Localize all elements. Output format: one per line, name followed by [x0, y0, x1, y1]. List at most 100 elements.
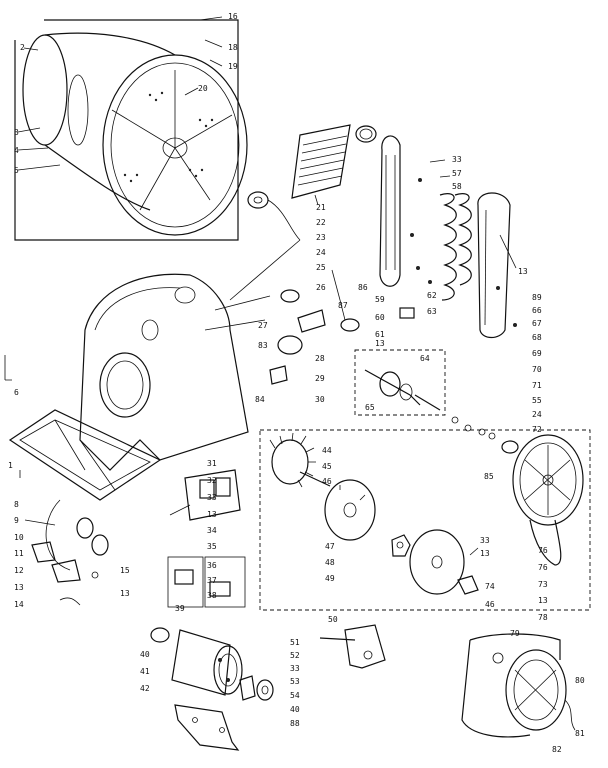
callout-15: 15 — [120, 566, 130, 575]
callout-24: 24 — [316, 248, 326, 257]
drive-shaft — [364, 369, 421, 406]
callout-13g: 13 — [120, 589, 130, 598]
drum-rear-rim — [22, 34, 68, 146]
switch-box-group — [167, 556, 246, 608]
blower-impeller — [269, 432, 331, 488]
callout-46b: 46 — [485, 600, 495, 609]
callout-25: 25 — [316, 263, 326, 272]
callout-61: 61 — [375, 330, 385, 339]
callout-1: 1 — [8, 461, 13, 470]
bulkhead-opening — [99, 352, 151, 418]
callout-13a: 13 — [375, 339, 385, 348]
callout-84: 84 — [255, 395, 265, 404]
callout-36: 36 — [207, 561, 217, 570]
lint-screen — [291, 124, 351, 199]
callout-65: 65 — [365, 403, 375, 412]
drum-front-rim — [102, 54, 248, 236]
door-switch-group — [24, 499, 109, 606]
callout-26: 26 — [316, 283, 326, 292]
drum-pulley — [512, 434, 584, 526]
rear-bulkhead — [79, 273, 249, 471]
callout-46a: 46 — [322, 477, 332, 486]
callout-2: 2 — [20, 43, 25, 52]
blower-box — [259, 429, 591, 611]
callout-20: 20 — [198, 84, 208, 93]
callout-66: 66 — [532, 306, 542, 315]
callout-40b: 40 — [290, 705, 300, 714]
callout-23: 23 — [316, 233, 326, 242]
callout-11: 11 — [14, 549, 24, 558]
callout-13e: 13 — [207, 510, 217, 519]
idler-group — [319, 624, 386, 669]
callout-13d: 13 — [538, 596, 548, 605]
callout-27: 27 — [258, 321, 268, 330]
callout-68: 68 — [532, 333, 542, 342]
callout-57: 57 — [452, 169, 462, 178]
shaft-subassembly-box — [354, 349, 446, 416]
lint-screen-group — [291, 124, 351, 206]
base-frame — [8, 409, 162, 501]
callout-37: 37 — [207, 576, 217, 585]
callout-13b: 13 — [518, 267, 528, 276]
callout-22: 22 — [316, 218, 326, 227]
idler-pulley — [505, 649, 567, 731]
callout-labels: 16 2 18 19 20 3 4 5 21 22 23 24 25 26 27… — [8, 12, 585, 754]
callout-33c: 33 — [207, 493, 217, 502]
switch-bracket-group — [169, 469, 241, 521]
callout-71: 71 — [532, 381, 542, 390]
callout-55: 55 — [532, 396, 542, 405]
callout-81: 81 — [575, 729, 585, 738]
callout-35: 35 — [207, 542, 217, 551]
callout-83: 83 — [258, 341, 268, 350]
callout-5: 5 — [14, 166, 19, 175]
callout-78: 78 — [538, 613, 548, 622]
heater-coil — [439, 193, 472, 301]
callout-74: 74 — [485, 582, 495, 591]
callout-82: 82 — [552, 745, 562, 754]
callout-10: 10 — [14, 533, 24, 542]
callout-76a: 76 — [538, 546, 548, 555]
drum-shell — [44, 32, 176, 211]
callout-70: 70 — [532, 365, 542, 374]
callout-29: 29 — [315, 374, 325, 383]
callout-69: 69 — [532, 349, 542, 358]
blower-plate — [324, 479, 376, 541]
heater-shroud-left — [379, 135, 401, 287]
callout-8: 8 — [14, 500, 19, 509]
callout-12: 12 — [14, 566, 24, 575]
idler-pulley-group — [461, 633, 576, 738]
heater-assembly-group — [331, 125, 517, 339]
callout-19: 19 — [228, 62, 238, 71]
callout-33b: 33 — [480, 536, 490, 545]
callout-86: 86 — [358, 283, 368, 292]
callout-33d: 33 — [290, 664, 300, 673]
heater-shroud-right — [477, 192, 511, 339]
callout-31: 31 — [207, 459, 217, 468]
callout-40a: 40 — [140, 650, 150, 659]
callout-73: 73 — [538, 580, 548, 589]
callout-63: 63 — [427, 307, 437, 316]
callout-62: 62 — [427, 291, 437, 300]
roller-group — [247, 191, 301, 241]
callout-13c: 13 — [480, 549, 490, 558]
rear-bulkhead-group — [8, 239, 301, 501]
callout-32: 32 — [207, 476, 217, 485]
callout-34: 34 — [207, 526, 217, 535]
callout-39: 39 — [175, 604, 185, 613]
callout-85: 85 — [484, 472, 494, 481]
callout-60: 60 — [375, 313, 385, 322]
blower-group — [259, 429, 591, 611]
callout-6: 6 — [14, 388, 19, 397]
drive-motor — [171, 629, 231, 696]
motor-mount — [174, 704, 240, 751]
callout-9: 9 — [14, 516, 19, 525]
callout-16: 16 — [228, 12, 238, 21]
callout-76b: 76 — [538, 563, 548, 572]
callout-64: 64 — [420, 354, 430, 363]
callout-30: 30 — [315, 395, 325, 404]
callout-49: 49 — [325, 574, 335, 583]
callout-50: 50 — [328, 615, 338, 624]
bearing-housing-group — [269, 289, 519, 454]
callout-51: 51 — [290, 638, 300, 647]
